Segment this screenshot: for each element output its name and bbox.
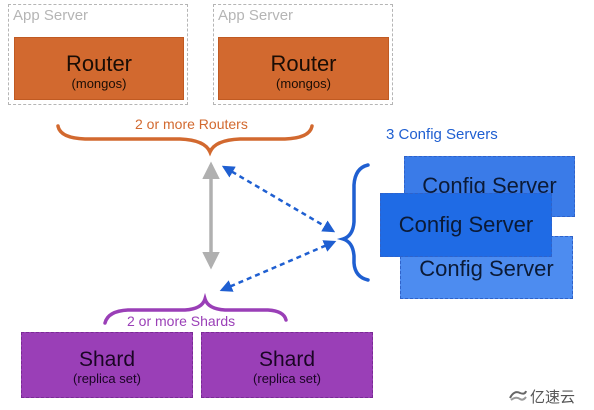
router-config-arrow bbox=[221, 165, 336, 233]
app-server-label: App Server bbox=[13, 7, 89, 24]
routers-label: 2 or more Routers bbox=[135, 116, 248, 132]
config-brace bbox=[336, 163, 370, 282]
router-title: Router bbox=[65, 51, 133, 76]
shard-title: Shard bbox=[78, 348, 136, 371]
shard-subtitle: (replica set) bbox=[73, 371, 141, 386]
config-server-2: Config Server bbox=[380, 193, 552, 257]
router-1: Router (mongos) bbox=[14, 37, 184, 100]
config-server-label: Config Server bbox=[398, 212, 534, 237]
router-subtitle: (mongos) bbox=[276, 76, 331, 91]
config-servers-label: 3 Config Servers bbox=[386, 126, 498, 143]
router-subtitle: (mongos) bbox=[71, 76, 127, 91]
router-title: Router bbox=[270, 51, 337, 76]
routers-brace bbox=[56, 124, 314, 157]
shards-label: 2 or more Shards bbox=[127, 313, 236, 329]
shard-title: Shard bbox=[258, 348, 316, 371]
app-server-label: App Server bbox=[218, 7, 294, 24]
router-2: Router (mongos) bbox=[218, 37, 389, 100]
shard-subtitle: (replica set) bbox=[253, 371, 321, 386]
shards-brace bbox=[103, 292, 288, 325]
app-server-1: App Server bbox=[8, 4, 188, 105]
watermark-logo-icon bbox=[508, 387, 528, 403]
watermark-text: 亿速云 bbox=[530, 389, 576, 406]
app-server-2: App Server bbox=[213, 4, 393, 105]
config-server-label: Config Server bbox=[419, 256, 554, 281]
shard-config-arrow bbox=[219, 240, 337, 292]
shard-2: Shard (replica set) bbox=[201, 332, 373, 398]
shard-1: Shard (replica set) bbox=[21, 332, 193, 398]
